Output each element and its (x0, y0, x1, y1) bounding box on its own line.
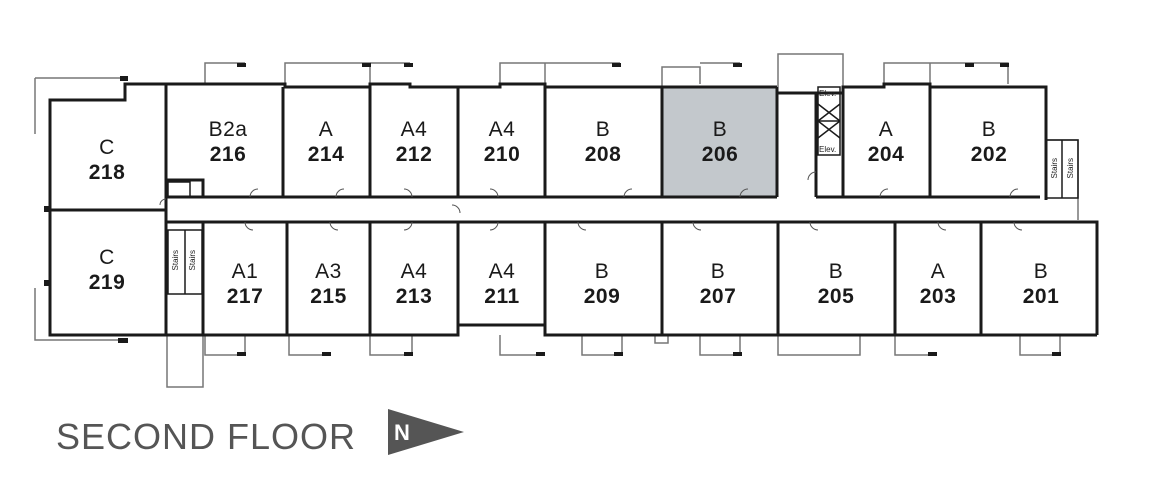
unit-number: 201 (1022, 285, 1060, 308)
unit-type: A (878, 118, 894, 141)
unit-type: B (1033, 260, 1049, 283)
floor-title: SECOND FLOOR (56, 416, 357, 457)
unit-number: 215 (310, 285, 347, 308)
unit-type: B (981, 118, 997, 141)
unit-213[interactable]: A4 213 (370, 260, 458, 310)
unit-201[interactable]: B 201 (995, 260, 1087, 310)
balcony-caps (44, 63, 1061, 356)
stairs-label-right-2: Stairs (1066, 158, 1075, 179)
unit-number: 219 (88, 271, 126, 294)
unit-207[interactable]: B 207 (672, 260, 764, 310)
unit-type: C (99, 246, 115, 269)
unit-217[interactable]: A1 217 (203, 260, 287, 310)
stairs-label-left-1: Stairs (171, 250, 180, 271)
unit-219[interactable]: C 219 (62, 246, 152, 296)
door-swings (159, 171, 1023, 231)
stairs-label-left-2: Stairs (188, 250, 197, 271)
unit-216[interactable]: B2a 216 (183, 118, 273, 168)
north-label: N (394, 420, 410, 445)
unit-206-highlight (662, 87, 777, 197)
unit-number: 211 (484, 285, 520, 308)
unit-type: A1 (231, 260, 259, 283)
unit-number: 202 (970, 143, 1008, 166)
unit-type: C (99, 136, 115, 159)
unit-number: 212 (395, 143, 433, 166)
elevator-label-2: Elev. (819, 145, 837, 154)
service-cores (167, 86, 1079, 295)
unit-205[interactable]: B 205 (790, 260, 882, 310)
unit-type: B (828, 260, 844, 283)
unit-number: 206 (701, 143, 739, 166)
north-arrow-icon (388, 409, 464, 455)
unit-214[interactable]: A 214 (282, 118, 370, 168)
unit-number: 213 (395, 285, 433, 308)
unit-208[interactable]: B 208 (558, 118, 648, 168)
unit-type: B (595, 118, 611, 141)
unit-204[interactable]: A 204 (842, 118, 930, 168)
unit-209[interactable]: B 209 (556, 260, 648, 310)
unit-212[interactable]: A4 212 (370, 118, 458, 168)
unit-number: 218 (88, 161, 126, 184)
unit-number: 216 (209, 143, 247, 166)
unit-218[interactable]: C 218 (62, 136, 152, 186)
unit-type: A4 (400, 260, 428, 283)
unit-type: A4 (488, 260, 516, 283)
unit-number: 204 (867, 143, 905, 166)
unit-number: 209 (583, 285, 621, 308)
unit-number: 210 (483, 143, 521, 166)
unit-type: B (712, 118, 728, 141)
unit-number: 214 (307, 143, 345, 166)
unit-type: B (710, 260, 726, 283)
unit-210[interactable]: A4 210 (458, 118, 546, 168)
unit-203[interactable]: A 203 (895, 260, 981, 310)
unit-number: 203 (919, 285, 957, 308)
unit-type: B (594, 260, 610, 283)
unit-number: 217 (226, 285, 264, 308)
unit-215[interactable]: A3 215 (287, 260, 370, 310)
unit-type: B2a (208, 118, 248, 141)
unit-number: 207 (699, 285, 737, 308)
stairs-label-right-1: Stairs (1050, 158, 1059, 179)
unit-type: A3 (315, 260, 342, 283)
walls (48, 82, 1099, 337)
unit-type: A4 (400, 118, 428, 141)
unit-211[interactable]: A4 211 (458, 260, 546, 310)
unit-202[interactable]: B 202 (944, 118, 1034, 168)
balconies-bottom (166, 335, 1061, 388)
unit-number: 205 (817, 285, 855, 308)
unit-number: 208 (584, 143, 622, 166)
unit-type: A (318, 118, 334, 141)
unit-206[interactable]: B 206 (674, 118, 766, 168)
elevator-label-1: Elev. (819, 89, 837, 98)
unit-type: A (930, 260, 946, 283)
unit-type: A4 (488, 118, 516, 141)
